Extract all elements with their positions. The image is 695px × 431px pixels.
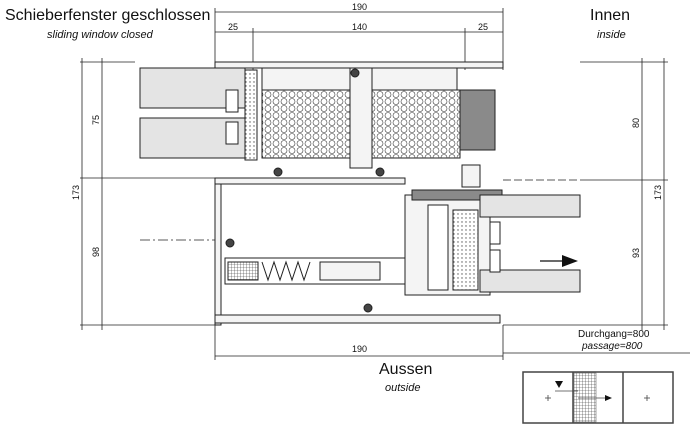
outside-label-english: outside <box>385 382 421 394</box>
sliding-glass-upper <box>479 194 581 218</box>
dim-top-total: 190 <box>352 2 367 12</box>
dim-right-total: 173 <box>653 185 663 200</box>
outside-label-german: Aussen <box>379 361 433 378</box>
insulation-right <box>371 89 461 159</box>
dim-top-right: 25 <box>478 22 488 32</box>
passage-label-english: passage=800 <box>582 341 643 352</box>
inside-label-english: inside <box>597 29 626 41</box>
window-thumbnail <box>522 371 674 424</box>
title-german: Schieberfenster geschlossen <box>5 7 211 24</box>
title-english: sliding window closed <box>47 29 153 41</box>
inside-label-german: Innen <box>590 7 631 24</box>
gasket <box>459 89 496 151</box>
window-profile <box>139 61 581 326</box>
passage-label-german: Durchgang=800 <box>578 329 650 340</box>
dim-right-upper: 80 <box>631 118 641 128</box>
dimension-lines <box>80 8 690 360</box>
dim-left-total: 173 <box>71 185 81 200</box>
dim-bottom-total: 190 <box>352 344 367 354</box>
slide-direction-arrow <box>540 255 578 267</box>
sliding-glass-lower <box>479 269 581 293</box>
dim-right-lower: 93 <box>631 248 641 258</box>
dim-left-lower: 98 <box>91 247 101 257</box>
dim-left-upper: 75 <box>91 115 101 125</box>
dim-top-middle: 140 <box>352 22 367 32</box>
insulation-left <box>261 89 351 159</box>
dim-top-left: 25 <box>228 22 238 32</box>
